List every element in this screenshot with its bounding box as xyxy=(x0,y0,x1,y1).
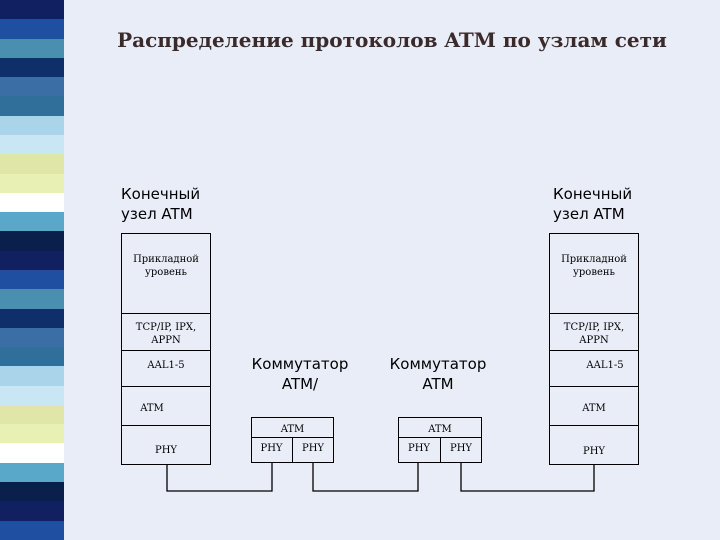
stripe-block xyxy=(0,289,64,309)
switch1-label: Коммутатор ATM/ xyxy=(240,354,360,394)
right-tcp-line1: TCP/IP, IPX, xyxy=(563,322,625,333)
left-tcp-line1: TCP/IP, IPX, xyxy=(135,322,197,333)
stripe-block xyxy=(0,482,64,502)
right-tcp-layer: TCP/IP, IPX, APPN xyxy=(549,321,639,347)
stripe-block xyxy=(0,192,64,213)
right-atm-layer: ATM xyxy=(582,403,606,414)
stripe-block xyxy=(0,96,64,116)
right-divider-2 xyxy=(549,350,639,351)
left-aal-layer: AAL1-5 xyxy=(147,360,185,371)
left-node-label-line2: узел ATM xyxy=(121,205,193,223)
right-node-stack xyxy=(549,233,639,465)
left-atm-layer: ATM xyxy=(140,403,164,414)
link-switch1-to-switch2 xyxy=(312,463,419,492)
link-switch2-to-right xyxy=(460,463,595,492)
slide-background xyxy=(64,0,720,540)
slide-title: Распределение протоколов ATM по узлам се… xyxy=(117,28,667,52)
stripe-block xyxy=(0,0,64,20)
stripe-block xyxy=(0,154,64,174)
switch1-phy1: PHY xyxy=(260,443,283,454)
stripe-block xyxy=(0,19,64,39)
switch1-label-line1: Коммутатор xyxy=(251,355,349,373)
stripe-block xyxy=(0,173,64,193)
stripe-block xyxy=(0,385,64,405)
stripe-block xyxy=(0,115,64,135)
switch2-phy2: PHY xyxy=(449,443,473,454)
right-node-label-line1: Конечный xyxy=(553,185,633,203)
stripe-block xyxy=(0,366,64,386)
decorative-stripe xyxy=(0,0,64,540)
stripe-block xyxy=(0,308,64,328)
stripe-block xyxy=(0,231,64,251)
stripe-block xyxy=(0,347,64,367)
left-tcp-layer: TCP/IP, IPX, APPN xyxy=(121,321,211,347)
left-divider-2 xyxy=(121,350,211,351)
stripe-block xyxy=(0,57,64,78)
right-app-line1: Прикладной xyxy=(561,254,627,265)
left-node-label-line1: Конечный xyxy=(121,185,201,203)
switch1-atm: ATM xyxy=(280,424,305,435)
left-divider-4 xyxy=(121,425,211,426)
stripe-block xyxy=(0,38,64,58)
stripe-block xyxy=(0,443,64,463)
left-app-line2: уровень xyxy=(145,267,187,278)
switch2-label-line1: Коммутатор xyxy=(389,355,487,373)
stripe-block xyxy=(0,134,64,155)
left-node-label: Конечный узел ATM xyxy=(121,184,200,224)
switch2-phy-split xyxy=(440,437,441,463)
stripe-block xyxy=(0,462,64,483)
right-divider-3 xyxy=(549,386,639,387)
switch2-label: Коммутатор ATM xyxy=(378,354,498,394)
left-node-stack xyxy=(121,233,211,465)
switch1-phy2: PHY xyxy=(301,443,325,454)
left-app-line1: Прикладной xyxy=(133,254,199,265)
left-app-layer: Прикладной уровень xyxy=(121,253,211,279)
right-node-label: Конечный узел ATM xyxy=(553,184,632,224)
stripe-block xyxy=(0,250,64,270)
switch1-phy-split xyxy=(292,437,293,463)
stripe-block xyxy=(0,212,64,232)
stripe-block xyxy=(0,520,64,540)
switch2-phy1: PHY xyxy=(407,443,431,454)
switch2-label-line2: ATM xyxy=(422,375,454,393)
switch1-label-line2: ATM/ xyxy=(281,375,319,393)
left-tcp-line2: APPN xyxy=(151,335,181,346)
right-phy-layer: PHY xyxy=(582,446,606,457)
stripe-block xyxy=(0,424,64,444)
stripe-block xyxy=(0,269,64,290)
stripe-block xyxy=(0,327,64,348)
stripe-block xyxy=(0,404,64,425)
switch2-atm: ATM xyxy=(428,424,452,435)
right-app-line2: уровень xyxy=(573,267,615,278)
stripe-block xyxy=(0,77,64,97)
left-divider-1 xyxy=(121,313,211,314)
left-divider-3 xyxy=(121,386,211,387)
stripe-block xyxy=(0,501,64,521)
link-left-to-switch1 xyxy=(166,463,273,492)
right-app-layer: Прикладной уровень xyxy=(549,253,639,279)
right-tcp-line2: APPN xyxy=(579,335,609,346)
right-aal-layer: AAL1-5 xyxy=(586,360,624,371)
right-divider-1 xyxy=(549,313,639,314)
left-phy-layer: PHY xyxy=(154,445,178,456)
right-divider-4 xyxy=(549,425,639,426)
right-node-label-line2: узел ATM xyxy=(553,205,625,223)
